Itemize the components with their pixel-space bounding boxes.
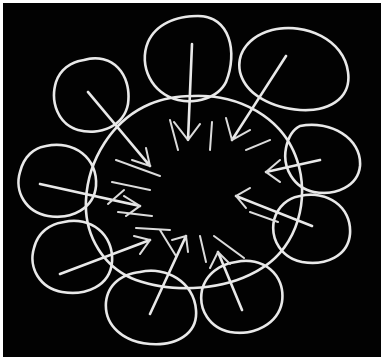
inner-stroke-k [160,230,176,256]
petal-loop-left [18,145,96,217]
petal-loop-right-lower [273,195,350,263]
arrow-from-top [174,44,200,140]
inner-stroke-b [112,182,150,190]
inner-stroke-h [246,140,270,150]
inner-stroke-d [136,228,170,230]
inner-stroke-c [118,212,152,216]
petal-loop-top-right [239,28,348,110]
arrow-from-bottom-left [60,236,150,274]
central-circle [86,96,302,288]
chalk-circle-arrows-drawing [3,3,381,357]
petal-loop-bottom-left [32,221,112,293]
petal-loop-bottom [106,271,196,344]
chalk-drawing-canvas [3,3,381,357]
inner-stroke-e [200,236,206,262]
petal-loop-bottom-right [201,261,282,333]
arrow-from-bottom [150,236,188,314]
inner-stroke-g [210,122,212,150]
petal-loop-top [145,16,232,101]
